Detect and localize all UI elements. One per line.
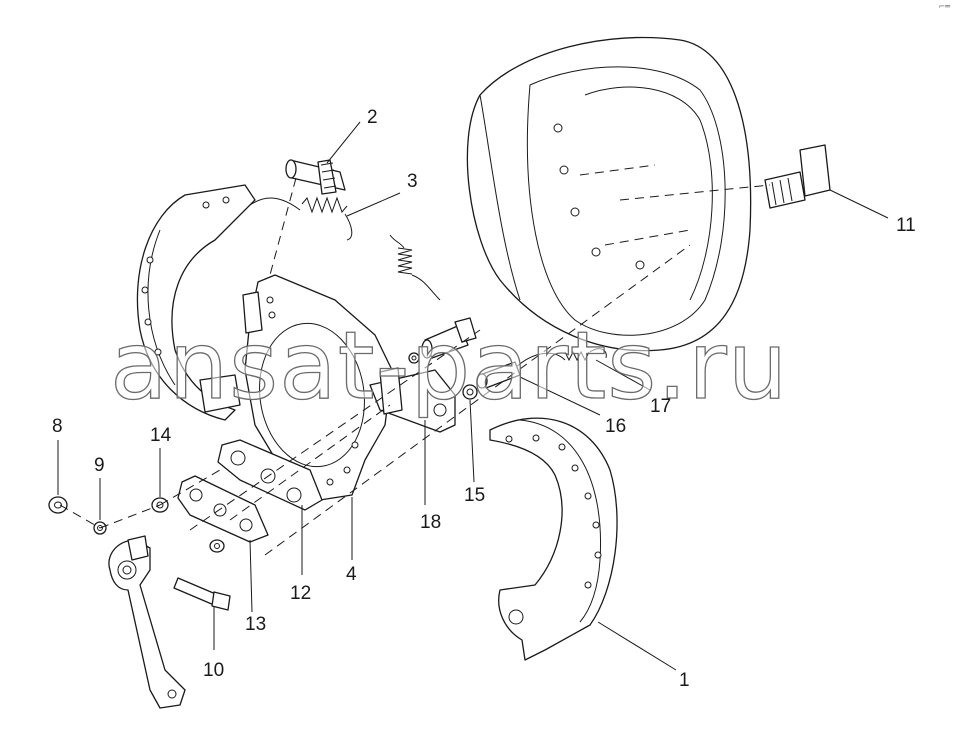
callout-4: 4 xyxy=(346,564,357,585)
callout-1: 1 xyxy=(679,670,690,691)
callout-9: 9 xyxy=(94,455,105,476)
callout-13: 13 xyxy=(245,614,266,635)
callout-12: 12 xyxy=(290,583,311,604)
callout-3: 3 xyxy=(407,171,418,192)
link-plate-13 xyxy=(177,475,269,543)
brake-shoe-upper xyxy=(136,184,256,421)
brake-shoe-lower xyxy=(489,417,618,661)
callout-15: 15 xyxy=(464,485,485,506)
callout-14: 14 xyxy=(150,425,172,446)
adjuster-bolt xyxy=(476,361,521,389)
brake-lever xyxy=(108,535,186,709)
return-spring-3 xyxy=(249,196,353,241)
callout-2: 2 xyxy=(367,107,378,128)
watermark-text: ansat-parts.ru xyxy=(110,312,788,421)
callout-17: 17 xyxy=(650,396,671,417)
spring-17 xyxy=(514,348,607,369)
washer-15 xyxy=(462,384,478,400)
corner-mark: ⌐═ xyxy=(938,2,950,11)
nut-small xyxy=(209,539,225,553)
callout-8: 8 xyxy=(52,416,63,437)
callout-16: 16 xyxy=(605,416,626,437)
nut-8 xyxy=(48,496,68,514)
leader-lines xyxy=(57,121,889,671)
callouts: 1 2 3 4 8 9 10 11 12 13 14 15 16 17 18 xyxy=(52,107,916,691)
callout-11: 11 xyxy=(896,215,916,236)
cam-shaft xyxy=(421,317,477,359)
spring-vertical xyxy=(389,234,441,301)
washer-small xyxy=(408,352,420,364)
callout-10: 10 xyxy=(203,660,224,681)
adjuster-pin xyxy=(285,159,346,195)
backing-plate xyxy=(242,274,393,501)
callout-18: 18 xyxy=(420,512,441,533)
brake-drum xyxy=(466,36,752,352)
center-lines xyxy=(59,164,771,556)
bolt xyxy=(173,577,231,611)
axle-stud xyxy=(764,144,831,209)
